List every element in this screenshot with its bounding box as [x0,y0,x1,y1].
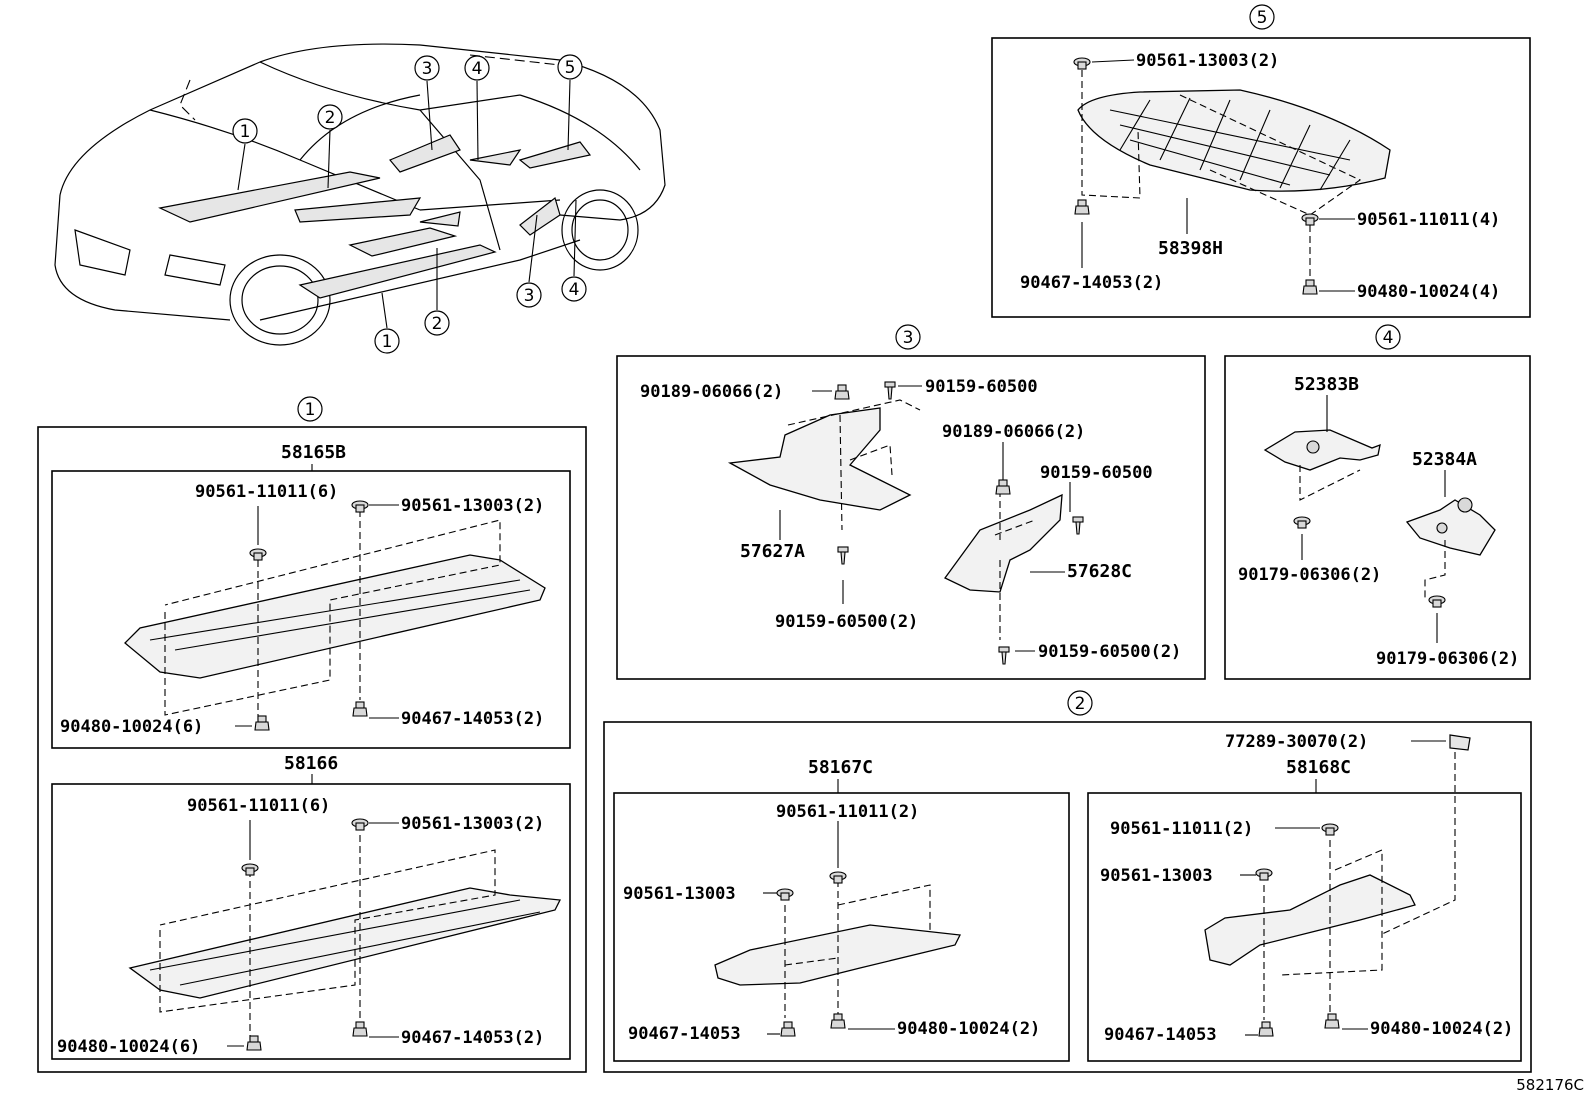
label-left-90467-14053: 90467-14053 [628,1024,741,1044]
group-5-number: 5 [1257,8,1268,28]
label-90189-06066-a: 90189-06066(2) [640,382,783,402]
label-58167C: 58167C [808,757,873,778]
overview-marker-3b: 3 [524,286,535,306]
overview-marker-2b: 2 [432,314,443,334]
group-3-box [616,355,1206,680]
label-upper-90561-11011: 90561-11011(6) [195,482,338,502]
label-90159-60500-d: 90159-60500(2) [1038,642,1181,662]
part-58166 [128,887,562,999]
label-90159-60500-b: 90159-60500 [1040,463,1153,483]
group-5: 5 90561-13003(2) 58398H 90561-11011(4) 9… [991,4,1531,318]
label-58166: 58166 [284,753,338,774]
group-3: 3 90189-06066(2) 90159-60500 90189-06066… [616,324,1206,680]
group-4-number: 4 [1383,328,1394,348]
overview-marker-3: 3 [422,59,433,79]
label-90159-60500-c: 90159-60500(2) [775,612,918,632]
label-upper-90561-13003: 90561-13003(2) [401,496,544,516]
overview-marker-5: 5 [565,58,576,78]
group-3-number: 3 [903,328,914,348]
label-right-90561-13003: 90561-13003 [1100,866,1213,886]
group-4-box [1224,355,1531,680]
overview-marker-1: 1 [240,122,251,142]
label-58165B: 58165B [281,442,346,463]
part-52383B [1263,429,1381,471]
label-lower-90561-13003: 90561-13003(2) [401,814,544,834]
car-overview: 1 2 3 4 5 1 2 3 4 [54,43,666,354]
part-58167C [714,924,961,986]
label-left-90480-10024: 90480-10024(2) [897,1019,1040,1039]
label-upper-90480-10024: 90480-10024(6) [60,717,203,737]
label-90561-11011: 90561-11011(4) [1357,210,1500,230]
label-lower-90467-14053: 90467-14053(2) [401,1028,544,1048]
overview-marker-4: 4 [472,59,483,79]
label-upper-90467-14053: 90467-14053(2) [401,709,544,729]
group-5-box [991,37,1531,318]
group-2: 2 77289-30070(2) 58167C 90561-11011(2) 9… [603,690,1532,1073]
label-52383B: 52383B [1294,374,1359,395]
label-57627A: 57627A [740,541,805,562]
part-57627A [727,407,912,511]
group-2-right-box [1087,792,1522,1062]
label-58398H: 58398H [1158,238,1223,259]
overview-marker-4b: 4 [569,280,580,300]
label-90179-06306-a: 90179-06306(2) [1238,565,1381,585]
part-58398H [1077,89,1391,192]
label-90159-60500-a: 90159-60500 [925,377,1038,397]
illustration-code: 582176C [1516,1076,1584,1094]
label-77289-30070: 77289-30070(2) [1225,732,1368,752]
label-90467-14053: 90467-14053(2) [1020,273,1163,293]
label-right-90467-14053: 90467-14053 [1104,1025,1217,1045]
group-1-upper-box [51,470,571,749]
label-90179-06306-b: 90179-06306(2) [1376,649,1519,669]
label-lower-90480-10024: 90480-10024(6) [57,1037,200,1057]
label-right-90561-11011: 90561-11011(2) [1110,819,1253,839]
group-1-number: 1 [305,400,316,420]
overview-marker-1b: 1 [382,332,393,352]
label-90189-06066-b: 90189-06066(2) [942,422,1085,442]
label-58168C: 58168C [1286,757,1351,778]
group-1-box [37,426,587,1073]
label-right-90480-10024: 90480-10024(2) [1370,1019,1513,1039]
part-58165B [124,554,546,679]
label-lower-90561-11011: 90561-11011(6) [187,796,330,816]
overview-marker-2: 2 [325,108,336,128]
group-2-number: 2 [1075,694,1086,714]
part-52384A [1405,499,1496,556]
part-57628C [944,493,1063,593]
group-2-box [603,721,1532,1073]
label-90561-13003: 90561-13003(2) [1136,51,1279,71]
label-90480-10024: 90480-10024(4) [1357,282,1500,302]
group-4: 4 52383B 52384A 90179-06306(2) 90179-063… [1224,324,1531,680]
group-1: 1 58165B 90561-11011(6) 90561-13003(2) 9… [37,396,587,1073]
label-left-90561-11011: 90561-11011(2) [776,802,919,822]
label-52384A: 52384A [1412,449,1477,470]
group-1-lower-box [51,783,571,1060]
group-2-left-box [613,792,1070,1062]
label-57628C: 57628C [1067,561,1132,582]
part-58168C [1204,874,1416,966]
label-left-90561-13003: 90561-13003 [623,884,736,904]
